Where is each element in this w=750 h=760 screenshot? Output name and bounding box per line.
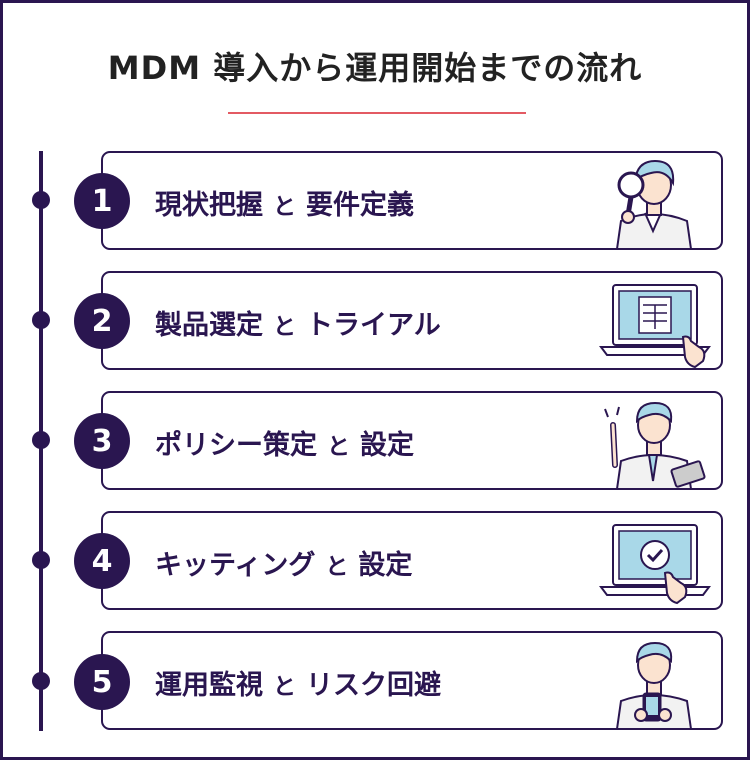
step-5-subtitle: リスク回避 bbox=[306, 670, 441, 701]
step-5-connector: と bbox=[273, 674, 296, 700]
step-3-subtitle: 設定 bbox=[360, 430, 414, 461]
step-4: キッティングと設定 bbox=[101, 511, 723, 610]
step-2: 製品選定とトライアル bbox=[101, 271, 723, 370]
timeline-dot-3 bbox=[32, 431, 50, 449]
laptop-document-icon bbox=[599, 284, 711, 369]
step-1-title: 現状把握 bbox=[155, 190, 263, 221]
timeline-dot-2 bbox=[32, 311, 50, 329]
step-5-number: 5 bbox=[74, 654, 130, 710]
step-4-number: 4 bbox=[74, 533, 130, 589]
step-3-title: ポリシー策定 bbox=[155, 430, 317, 461]
step-1-label: 現状把握と要件定義 bbox=[155, 183, 414, 222]
person-smartphone-icon bbox=[615, 641, 693, 729]
step-2-label: 製品選定とトライアル bbox=[155, 303, 441, 342]
step-1: 現状把握と要件定義 bbox=[101, 151, 723, 250]
step-2-subtitle: トライアル bbox=[306, 310, 441, 341]
step-1-number: 1 bbox=[74, 173, 130, 229]
step-1-subtitle: 要件定義 bbox=[306, 190, 414, 221]
step-5-label: 運用監視とリスク回避 bbox=[155, 663, 441, 702]
timeline-dot-5 bbox=[32, 672, 50, 690]
person-pointing-icon bbox=[604, 401, 706, 489]
step-4-label: キッティングと設定 bbox=[155, 543, 412, 582]
step-2-title: 製品選定 bbox=[155, 310, 263, 341]
step-4-title: キッティング bbox=[155, 550, 316, 581]
step-1-connector: と bbox=[273, 194, 296, 220]
step-3-label: ポリシー策定と設定 bbox=[155, 423, 414, 462]
step-2-connector: と bbox=[273, 314, 296, 340]
step-5: 運用監視とリスク回避 bbox=[101, 631, 723, 730]
timeline-dot-1 bbox=[32, 191, 50, 209]
laptop-check-icon bbox=[599, 524, 711, 605]
title-underline bbox=[228, 112, 526, 114]
timeline-dot-4 bbox=[32, 551, 50, 569]
step-5-title: 運用監視 bbox=[155, 670, 263, 701]
step-3-number: 3 bbox=[74, 413, 130, 469]
person-magnifier-icon bbox=[615, 159, 693, 249]
step-3-connector: と bbox=[327, 434, 350, 460]
step-4-connector: と bbox=[325, 554, 349, 580]
step-2-number: 2 bbox=[74, 293, 130, 349]
page-title: MDM 導入から運用開始までの流れ bbox=[107, 49, 643, 87]
step-4-subtitle: 設定 bbox=[358, 550, 413, 581]
step-3: ポリシー策定と設定 bbox=[101, 391, 723, 490]
